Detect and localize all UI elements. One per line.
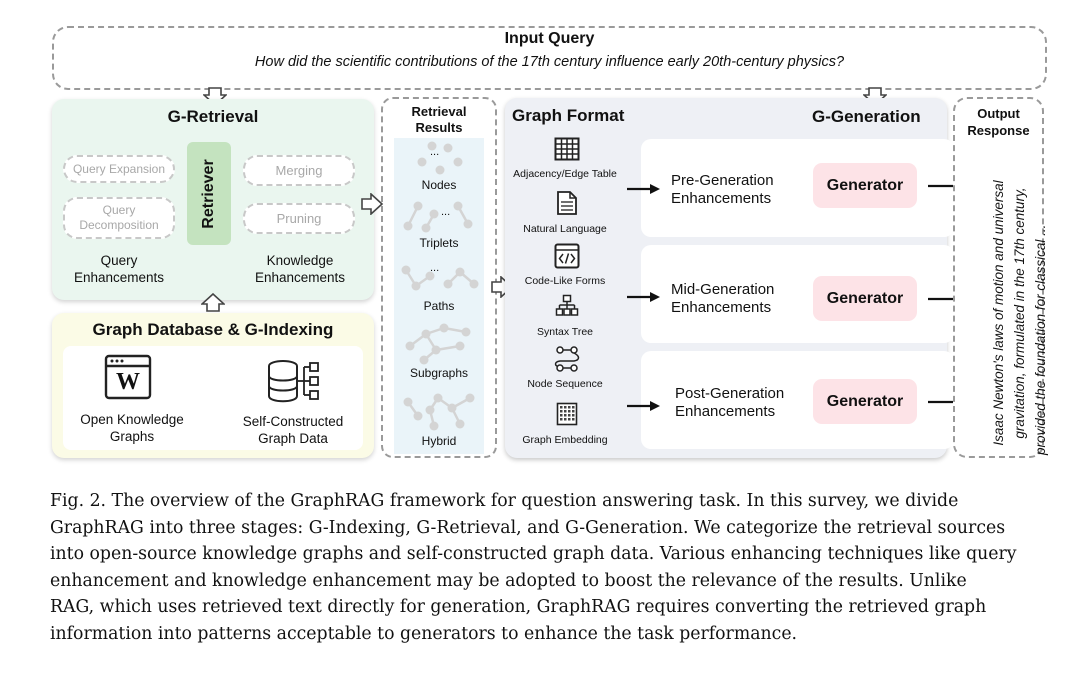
format-item-graph-embedding: Graph Embedding [522,434,608,446]
syntax-tree-icon [555,294,579,316]
generator-pre: Generator [813,163,917,208]
query-enhancements-label-2: Enhancements [73,270,165,285]
pre-generation-label-1: Pre-Generation [671,172,774,189]
output-response-title-1: Output [977,106,1020,121]
query-expansion-pill: Query Expansion [63,155,175,183]
query-decomposition-pill: Query Decomposition [63,197,175,239]
caption-line-1: Fig. 2. The overview of the GraphRAG fra… [50,491,959,511]
input-query-question: How did the scientific contributions of … [254,54,845,70]
input-query-box [52,26,1047,90]
format-item-code-like: Code-Like Forms [524,275,606,287]
caption-line-5: RAG, which uses retrieved text directly … [50,597,987,618]
caption-line-2: GraphRAG into three stages: G-Indexing, … [50,517,1006,538]
caption-line-4: enhancement and knowledge enhancement ma… [50,570,967,591]
arrow-right-icon [627,401,660,411]
open-knowledge-graphs-label-2: Graphs [109,429,155,444]
self-constructed-label-1: Self-Constructed [242,414,344,429]
post-generation-label-2: Enhancements [675,403,776,420]
open-knowledge-graphs-label-1: Open Knowledge [80,412,184,427]
generator-post: Generator [813,379,917,424]
merging-pill: Merging [243,155,355,186]
output-line-1: Isaac Newton's laws of motion and univer… [991,180,1006,446]
pruning-pill: Pruning [243,203,355,234]
output-response-text: Isaac Newton's laws of motion and univer… [988,163,1058,463]
knowledge-enhancements-label-1: Knowledge [266,253,334,268]
output-response-title-2: Response [967,123,1030,138]
nodes-graph-icon [417,141,463,175]
nodes-ellipsis: ... [430,146,440,158]
mid-generation-label-2: Enhancements [671,299,772,316]
generator-mid: Generator [813,276,917,321]
format-item-adjacency: Adjacency/Edge Table [513,168,617,180]
retrieval-item-nodes: Nodes [421,178,457,192]
triplets-ellipsis: ... [441,206,451,218]
retriever-label: Retriever [200,159,217,229]
database-icon [268,360,319,403]
caption-line-3: into open-source knowledge graphs and se… [50,544,1017,565]
retriever-block [187,142,231,245]
graph-database-title: Graph Database & G-Indexing [92,320,334,339]
figure-caption: Fig. 2. The overview of the GraphRAG fra… [50,488,1030,648]
arrow-right-icon [361,193,384,215]
self-constructed-label-2: Graph Data [258,431,328,446]
retrieval-results-title-2: Results [415,120,463,135]
subgraphs-graph-icon [405,323,471,365]
table-icon [554,137,580,161]
query-enhancements-label-1: Query [100,253,138,268]
pre-generation-label-2: Enhancements [671,190,772,207]
embedding-icon [556,402,578,426]
paths-ellipsis: ... [430,262,440,274]
output-response-box [953,97,1044,458]
format-item-syntax-tree: Syntax Tree [536,326,594,338]
format-item-node-sequence: Node Sequence [527,378,603,390]
output-line-2: gravitation, formulated in the 17th cent… [1012,187,1027,439]
input-query-title: Input Query [504,30,595,47]
document-icon [557,191,577,215]
hybrid-graph-icon [403,393,475,431]
arrow-right-icon [627,184,660,194]
graph-format-title: Graph Format [512,106,625,125]
format-item-natural-language: Natural Language [523,223,607,235]
wiki-icon: W [104,354,152,400]
output-line-3: provided the foundation for classical ..… [1033,224,1048,455]
arrow-right-icon [627,292,660,302]
post-generation-label-1: Post-Generation [675,385,785,402]
paths-graph-icon [401,265,479,291]
mid-generation-label-1: Mid-Generation [671,281,775,298]
retrieval-item-hybrid: Hybrid [421,434,457,448]
retrieval-item-paths: Paths [423,299,455,313]
retrieval-item-subgraphs: Subgraphs [409,366,469,380]
retrieval-results-box [381,97,497,458]
triplets-graph-icon [403,201,473,233]
code-icon [554,243,580,269]
knowledge-enhancements-label-2: Enhancements [254,270,346,285]
wiki-letter: W [116,369,140,395]
node-sequence-icon [554,346,580,372]
retrieval-results-title-1: Retrieval [411,104,467,119]
retrieval-item-triplets: Triplets [419,236,459,250]
g-generation-title: G-Generation [812,107,921,126]
caption-line-6: information into patterns acceptable to … [50,623,798,644]
g-retrieval-title: G-Retrieval [167,107,259,126]
arrow-up-icon [201,293,225,312]
